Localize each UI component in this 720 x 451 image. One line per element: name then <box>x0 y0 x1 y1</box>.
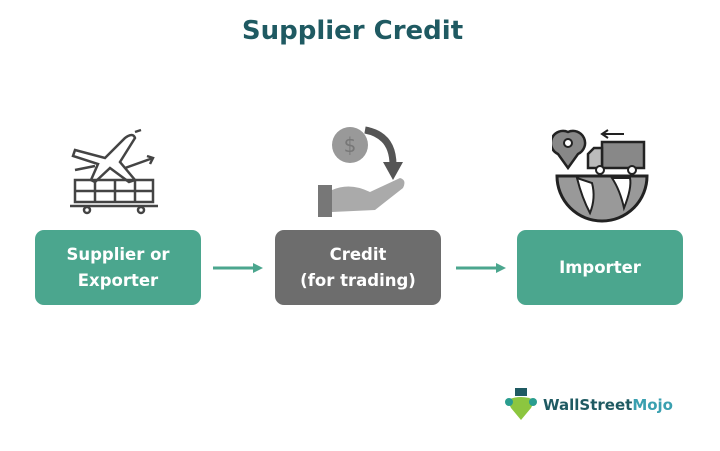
arrow-right-icon <box>213 263 263 273</box>
importer-label: Importer <box>559 257 641 277</box>
hand-coin-icon: $ <box>318 126 405 217</box>
importer-box: Importer <box>517 230 683 305</box>
supplier-exporter-box: Supplier or Exporter <box>35 230 201 305</box>
wallstreetmojo-logo: WallStreetMojo <box>505 388 673 422</box>
arrow-right-icon <box>456 263 506 273</box>
mojo-mascot-icon <box>505 388 537 420</box>
credit-label-line2: (for trading) <box>300 270 416 290</box>
svg-text:$: $ <box>344 133 357 157</box>
diagram-title: Supplier Credit <box>241 16 464 46</box>
supplier-label-line2: Exporter <box>77 270 159 290</box>
credit-label-line1: Credit <box>329 244 387 264</box>
supplier-label-line1: Supplier or <box>66 244 170 264</box>
airplane-cargo-icon <box>70 128 158 215</box>
credit-box: Credit (for trading) <box>275 230 441 305</box>
logo-text-part1: WallStreet <box>543 396 633 414</box>
logo-text-part2: Mojo <box>632 396 673 414</box>
globe-truck-icon <box>552 129 649 223</box>
